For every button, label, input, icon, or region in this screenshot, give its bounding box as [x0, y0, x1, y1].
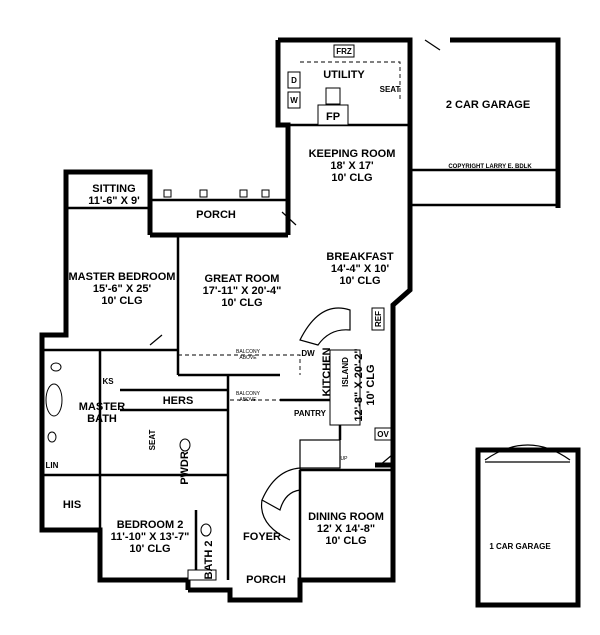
garage-1car [475, 447, 581, 608]
pwdr-toilet [179, 438, 191, 452]
wall-garage [450, 37, 561, 208]
wall-utility-keeping [278, 37, 413, 440]
room-label-keeping: KEEPING ROOM [309, 148, 396, 160]
fixture-seat-utility: SEAT [380, 85, 401, 94]
room-label-pantry: PANTRY [294, 409, 327, 418]
room-dims-bedroom2: 11'-10" X 13'-7" [111, 531, 190, 543]
room-label-kitchen: KITCHEN [321, 348, 333, 397]
room-clg-great: 10' CLG [221, 297, 262, 309]
bathtub [45, 383, 63, 417]
kitchen-island-counter [299, 307, 351, 346]
note-balcony-1a: BALCONY [236, 349, 261, 355]
wall-left-upper [275, 40, 291, 235]
dryer-box [287, 71, 301, 89]
garage-1car-door-arc [484, 444, 571, 461]
room-label-garage2: 2 CAR GARAGE [446, 99, 530, 111]
door-swing [281, 211, 297, 226]
room-label-master-bath-2: BATH [87, 413, 117, 425]
freezer-box [333, 44, 355, 58]
washer-box [287, 91, 301, 109]
porch-column [163, 189, 172, 198]
room-clg-dining: 10' CLG [325, 535, 366, 547]
room-label-utility: UTILITY [323, 69, 365, 81]
room-label-bath2: BATH 2 [203, 541, 215, 580]
fixture-ks: KS [102, 377, 114, 386]
ref-box [371, 307, 385, 331]
fixture-seat-hall: SEAT [148, 430, 157, 451]
room-label-island: ISLAND [341, 357, 350, 387]
fixture-frz: FRZ [336, 47, 352, 56]
note-balcony-2a: BALCONY [236, 391, 261, 397]
room-dims-keeping: 18' X 17' [330, 160, 374, 172]
fireplace [317, 104, 349, 126]
fixture-fp: FP [326, 111, 340, 123]
note-balcony-1b: ABOVE [239, 355, 257, 361]
porch-column [239, 189, 248, 198]
fixture-d: D [291, 76, 297, 85]
fixture-lin: LIN [46, 461, 59, 470]
room-label-hers: HERS [163, 395, 194, 407]
room-label-pwdr: PWDR [179, 451, 191, 485]
fixture-up: UP [341, 456, 349, 462]
room-label-breakfast: BREAKFAST [326, 251, 394, 263]
wall-lower-left [39, 475, 191, 590]
fixture-ov: OV [377, 430, 389, 439]
room-label-garage1: 1 CAR GARAGE [489, 542, 551, 551]
room-dims-kitchen: 12'-8" X 20'-2" [353, 348, 365, 421]
note-balcony-2b: ABOVE [239, 397, 257, 403]
room-label-master-bed: MASTER BEDROOM [69, 271, 176, 283]
copyright-text: COPYRIGHT LARRY E. BDLK [448, 164, 532, 170]
balcony-line [178, 354, 301, 375]
fixture-dw: DW [301, 349, 315, 358]
room-label-foyer: FOYER [243, 531, 281, 543]
room-dims-master-bed: 15'-6" X 25' [93, 283, 152, 295]
kitchen-island [329, 349, 361, 426]
room-label-sitting: SITTING [92, 183, 135, 195]
room-label-bedroom2: BEDROOM 2 [117, 519, 184, 531]
room-label-porch-front: PORCH [246, 574, 286, 586]
fixture-ref: REF [374, 311, 383, 327]
room-dims-breakfast: 14'-4" X 10' [331, 263, 390, 275]
stair-curve [260, 499, 291, 541]
oven-box [374, 427, 392, 441]
fireplace-chimney [325, 87, 341, 105]
room-clg-master-bed: 10' CLG [101, 295, 142, 307]
door-swing [149, 334, 163, 346]
door-swing [379, 454, 393, 466]
room-clg-bedroom2: 10' CLG [129, 543, 170, 555]
room-clg-kitchen: 10' CLG [365, 364, 377, 405]
utility-counter [300, 61, 401, 100]
bath2-tub [187, 569, 217, 581]
wall-bottom [188, 465, 396, 603]
room-label-his: HIS [63, 499, 81, 511]
room-dims-great: 17'-11" X 20'-4" [203, 285, 282, 297]
room-label-master-bath-1: MASTER [79, 401, 126, 413]
room-label-dining: DINING ROOM [308, 511, 384, 523]
wall-kitchen-right [375, 440, 396, 468]
room-clg-keeping: 10' CLG [331, 172, 372, 184]
wall-master [39, 169, 153, 475]
fixture-w: W [290, 96, 298, 105]
wall-garage-door [410, 168, 560, 207]
room-label-porch-rear: PORCH [196, 209, 236, 221]
room-label-great: GREAT ROOM [205, 273, 280, 285]
stair [261, 467, 301, 511]
bath2-toilet [200, 523, 212, 537]
door-swing [424, 39, 441, 51]
room-clg-breakfast: 10' CLG [339, 275, 380, 287]
porch-column [261, 189, 270, 198]
stair-upper [299, 439, 341, 469]
toilet [50, 362, 62, 372]
sink [47, 431, 57, 443]
room-dims-dining: 12' X 14'-8" [317, 523, 375, 535]
porch-column [199, 189, 208, 198]
room-dims-sitting: 11'-6" X 9' [88, 195, 140, 207]
